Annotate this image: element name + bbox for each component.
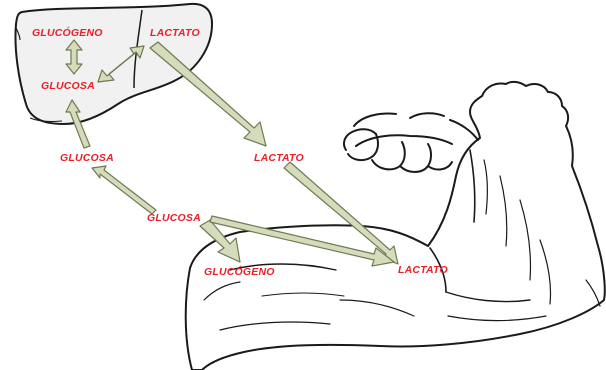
arrow-liver-lactate-blood <box>150 42 266 146</box>
label-liver-glucose: GLUCOSA <box>41 80 95 92</box>
label-blood-lactate: LACTATO <box>254 152 304 164</box>
label-blood-glucose: GLUCOSA <box>60 152 114 164</box>
label-liver-lactate: LACTATO <box>150 27 200 39</box>
label-muscle-glycogen: GLUCÓGENO <box>204 266 275 278</box>
arrow-muscle-glucose-blood <box>92 166 156 214</box>
label-muscle-glucose: GLUCOSA <box>147 212 201 224</box>
label-muscle-lactate: LACTATO <box>398 264 448 276</box>
label-liver-glycogen: GLUCÓGENO <box>32 27 103 39</box>
